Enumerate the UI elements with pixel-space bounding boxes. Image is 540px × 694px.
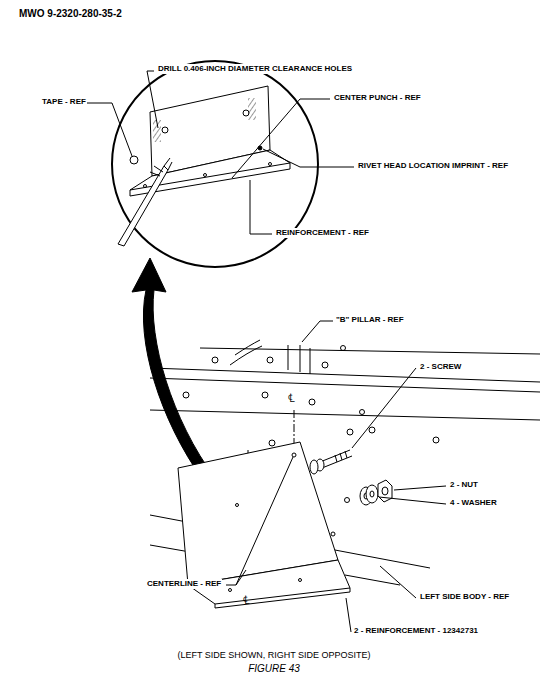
centerline: [294, 410, 295, 445]
centerline-symbol: ℄: [242, 594, 251, 607]
tape-mark: [130, 156, 138, 164]
part-label: "B" PILLAR - REF: [335, 315, 405, 325]
body-line: [150, 378, 540, 392]
center-punch: [118, 166, 168, 246]
body-line: [150, 410, 540, 420]
body-line: [150, 545, 190, 552]
nut: [378, 480, 392, 502]
part-label: CENTERLINE - REF: [146, 579, 222, 589]
b-pillar: [300, 345, 301, 372]
callout-label: 2 - SCREW: [419, 362, 462, 372]
clearance-hole: [162, 127, 168, 133]
callout-label: 2 - REINFORCEMENT - 12342731: [353, 626, 479, 636]
drill-note: DRILL 0.406-INCH DIAMETER CLEARANCE HOLE…: [157, 64, 353, 74]
view-note: (LEFT SIDE SHOWN, RIGHT SIDE OPPOSITE): [176, 650, 371, 661]
b-pillar: [288, 345, 289, 370]
body-hole: [183, 346, 439, 447]
part-label: LEFT SIDE BODY - REF: [419, 592, 510, 602]
callout-label: 4 - WASHER: [449, 498, 498, 508]
part-label: REINFORCEMENT - REF: [275, 228, 370, 238]
screw: [310, 450, 352, 503]
part-label: TAPE - REF: [41, 97, 87, 107]
tape: [248, 98, 256, 120]
figure-caption: FIGURE 43: [247, 663, 301, 675]
callout-label: 2 - NUT: [449, 480, 479, 490]
b-pillar: [310, 348, 311, 374]
part-label: RIVET HEAD LOCATION IMPRINT - REF: [357, 161, 509, 171]
leader-line: [86, 71, 446, 632]
part-label: CENTER PUNCH - REF: [333, 93, 422, 103]
centerline-symbol: ℄: [287, 392, 296, 405]
washer: [360, 485, 378, 505]
document-number: MWO 9-2320-280-35-2: [18, 8, 123, 20]
body-contour: [230, 340, 262, 365]
